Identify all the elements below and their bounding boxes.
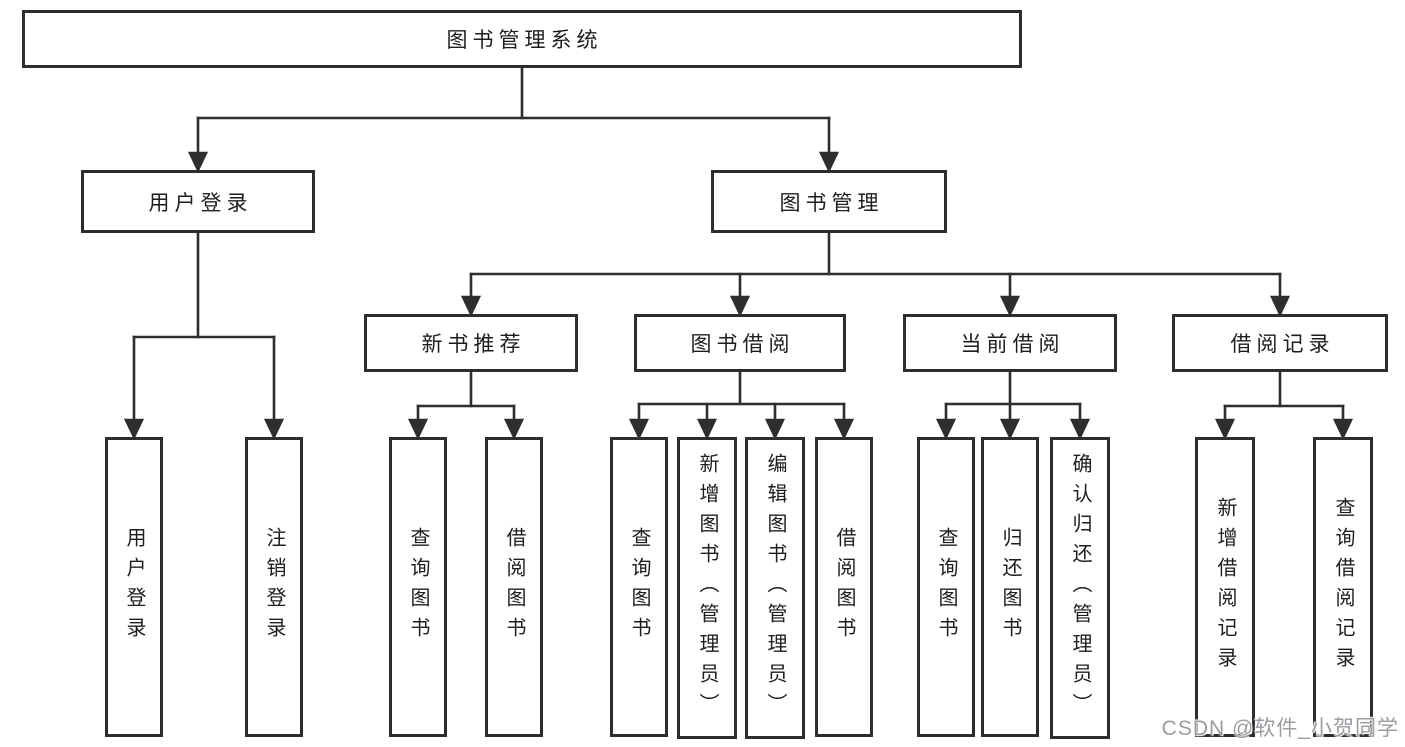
node-label: 归还图书 bbox=[999, 527, 1021, 647]
node-borrow-books-2: 借阅图书 bbox=[815, 437, 873, 737]
node-label: 新增借阅记录 bbox=[1214, 497, 1236, 677]
node-book-borrow: 图书借阅 bbox=[634, 314, 846, 372]
node-library-system: 图书管理系统 bbox=[22, 10, 1022, 68]
node-label: 用户登录 bbox=[148, 191, 253, 215]
node-label: 图书借阅 bbox=[690, 333, 795, 356]
connector-book-borrow-children bbox=[628, 372, 855, 441]
node-label: 查询图书 bbox=[407, 527, 429, 647]
node-label: 编辑图书（管理员） bbox=[764, 453, 786, 723]
node-label: 图书管理 bbox=[779, 191, 884, 215]
node-confirm-return-admin: 确认归还（管理员） bbox=[1050, 437, 1110, 739]
node-label: 查询图书 bbox=[628, 527, 650, 647]
connector-new-book-children bbox=[407, 372, 525, 441]
node-query-borrow-record: 查询借阅记录 bbox=[1313, 437, 1373, 737]
node-borrow-books-1: 借阅图书 bbox=[485, 437, 543, 737]
node-label: 新增图书（管理员） bbox=[696, 453, 718, 723]
node-label: 借阅图书 bbox=[503, 527, 525, 647]
node-label: 查询图书 bbox=[935, 527, 957, 647]
node-label: 图书管理系统 bbox=[446, 29, 603, 52]
connector-current-borrow-children bbox=[935, 372, 1091, 441]
node-current-borrow: 当前借阅 bbox=[903, 314, 1117, 372]
node-label: 用户登录 bbox=[123, 527, 145, 647]
node-label: 借阅图书 bbox=[833, 527, 855, 647]
node-query-books-1: 查询图书 bbox=[389, 437, 447, 737]
node-query-books-2: 查询图书 bbox=[610, 437, 668, 737]
node-new-book-recommend: 新书推荐 bbox=[364, 314, 578, 372]
node-label: 注销登录 bbox=[263, 527, 285, 647]
csdn-watermark: CSDN @软件_小贺同学 bbox=[1161, 717, 1399, 740]
node-return-books: 归还图书 bbox=[981, 437, 1039, 737]
node-label: 新书推荐 bbox=[421, 333, 526, 356]
node-add-borrow-record: 新增借阅记录 bbox=[1195, 437, 1255, 737]
node-logout-leaf: 注销登录 bbox=[245, 437, 303, 737]
node-edit-books-admin: 编辑图书（管理员） bbox=[745, 437, 805, 739]
connector-user-login-children bbox=[123, 233, 285, 441]
node-user-login-leaf: 用户登录 bbox=[105, 437, 163, 737]
node-label: 当前借阅 bbox=[960, 333, 1065, 356]
node-add-books-admin: 新增图书（管理员） bbox=[677, 437, 737, 739]
connector-book-management-children bbox=[460, 233, 1291, 318]
connector-borrow-records-children bbox=[1214, 372, 1354, 441]
node-label: 借阅记录 bbox=[1230, 333, 1335, 356]
node-label: 确认归还（管理员） bbox=[1069, 453, 1091, 723]
node-label: 查询借阅记录 bbox=[1332, 497, 1354, 677]
node-borrow-records: 借阅记录 bbox=[1172, 314, 1388, 372]
connector-root-to-level2 bbox=[187, 68, 840, 174]
node-user-login: 用户登录 bbox=[81, 170, 315, 233]
node-query-books-3: 查询图书 bbox=[917, 437, 975, 737]
node-book-management: 图书管理 bbox=[711, 170, 947, 233]
